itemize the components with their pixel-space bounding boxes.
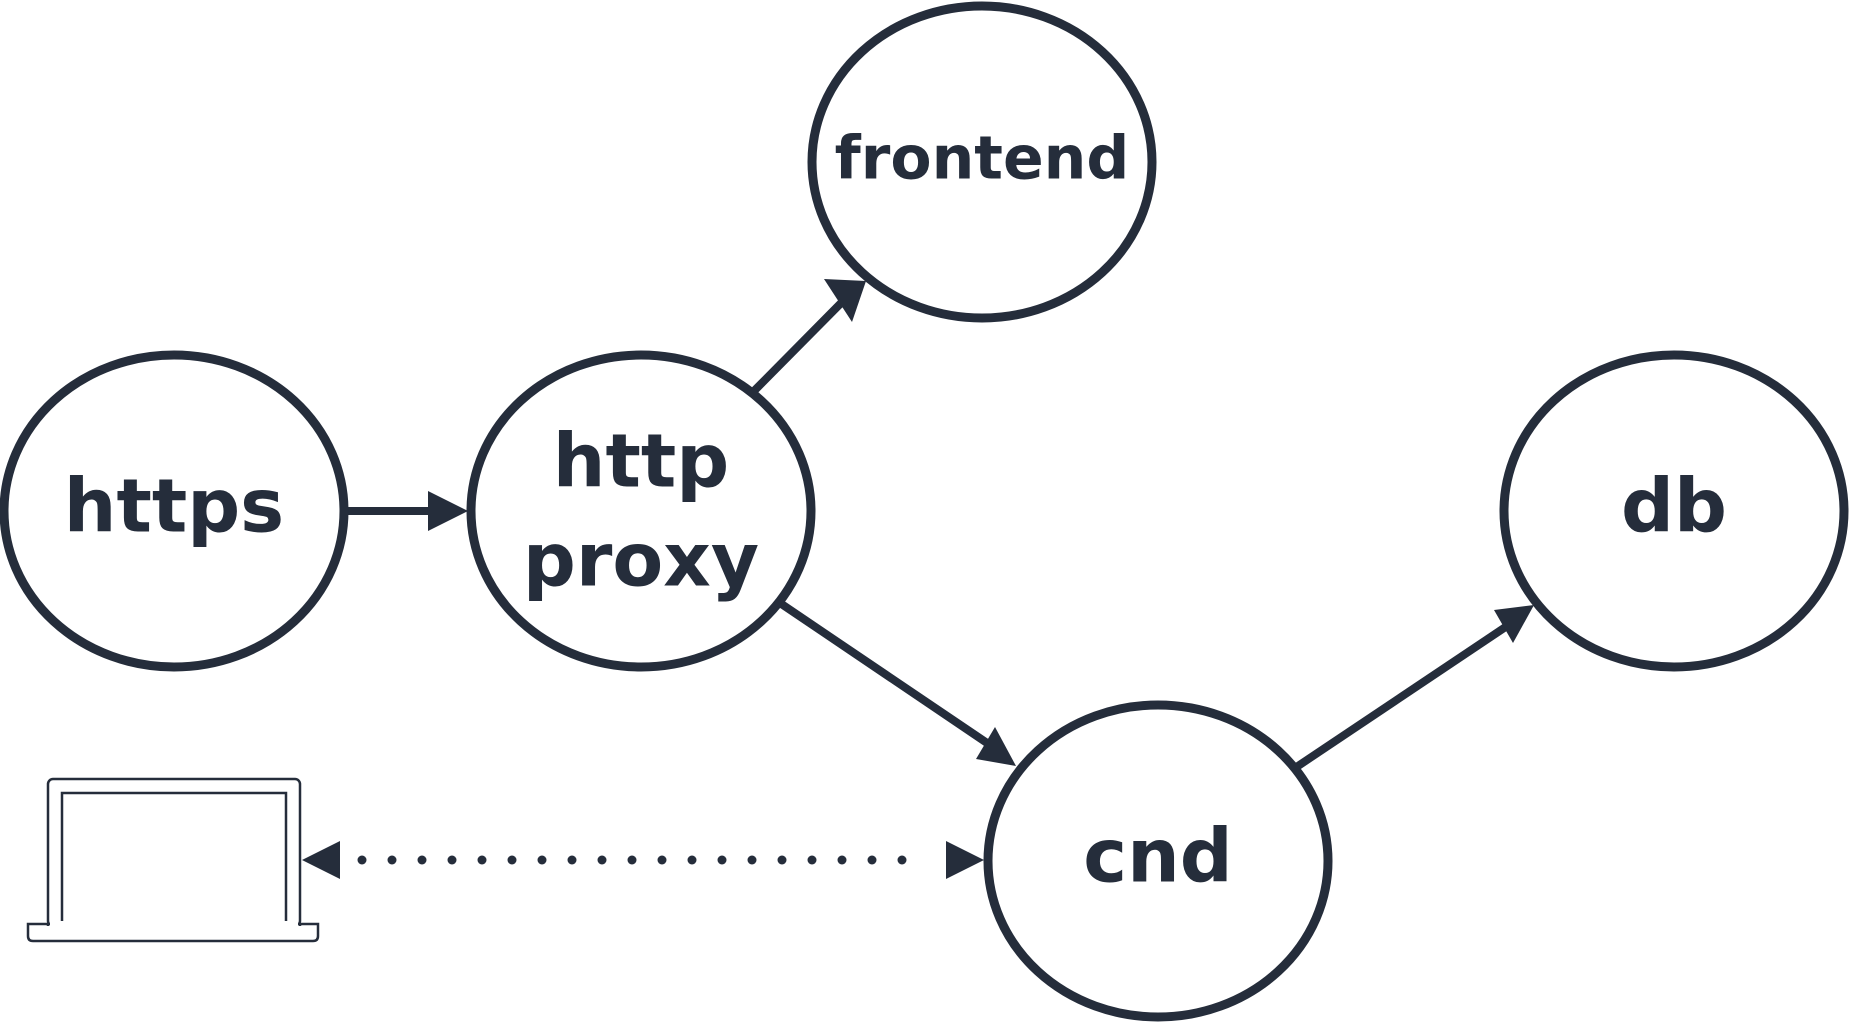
node-http-proxy-label-line2: proxy: [523, 518, 759, 604]
node-cnd: cnd: [983, 700, 1333, 1022]
connector-dot: [747, 855, 757, 865]
node-https: https: [0, 350, 349, 672]
connector-dot: [477, 855, 487, 865]
dotted-line: [357, 855, 907, 865]
arrowhead-left: [302, 841, 340, 879]
node-frontend: frontend: [807, 1, 1157, 323]
edge-client-to-cnd-dotted: [302, 841, 984, 879]
connector-dot: [507, 855, 517, 865]
connector-dot: [867, 855, 877, 865]
laptop-screen: [60, 791, 288, 925]
edge-https-to-http-proxy: [347, 491, 468, 531]
edge-http-proxy-to-frontend: [749, 279, 866, 396]
connector-dot: [897, 855, 907, 865]
node-frontend-label: frontend: [835, 124, 1130, 194]
connector-dot: [567, 855, 577, 865]
connector-dot: [657, 855, 667, 865]
connector-dot: [447, 855, 457, 865]
connector-dot: [387, 855, 397, 865]
connector-dot: [537, 855, 547, 865]
connector-dot: [777, 855, 787, 865]
connector-dot: [417, 855, 427, 865]
connector-dot: [627, 855, 637, 865]
connector-dot: [717, 855, 727, 865]
node-http-proxy-label-line1: http: [553, 419, 729, 505]
connector-dot: [597, 855, 607, 865]
laptop-base: [26, 922, 320, 943]
arrowhead-right: [946, 841, 984, 879]
connector-dot: [837, 855, 847, 865]
connector-dot: [687, 855, 697, 865]
connector-dot: [807, 855, 817, 865]
node-db-label: db: [1621, 464, 1727, 550]
laptop-icon: [26, 777, 320, 943]
node-https-label: https: [64, 464, 284, 550]
connector-dot: [357, 855, 367, 865]
edge-http-proxy-to-cnd: [777, 599, 1016, 766]
edge-cnd-to-db: [1292, 605, 1534, 772]
node-http-proxy: http proxy: [466, 350, 816, 672]
node-db: db: [1499, 350, 1849, 672]
node-cnd-label: cnd: [1083, 814, 1233, 900]
